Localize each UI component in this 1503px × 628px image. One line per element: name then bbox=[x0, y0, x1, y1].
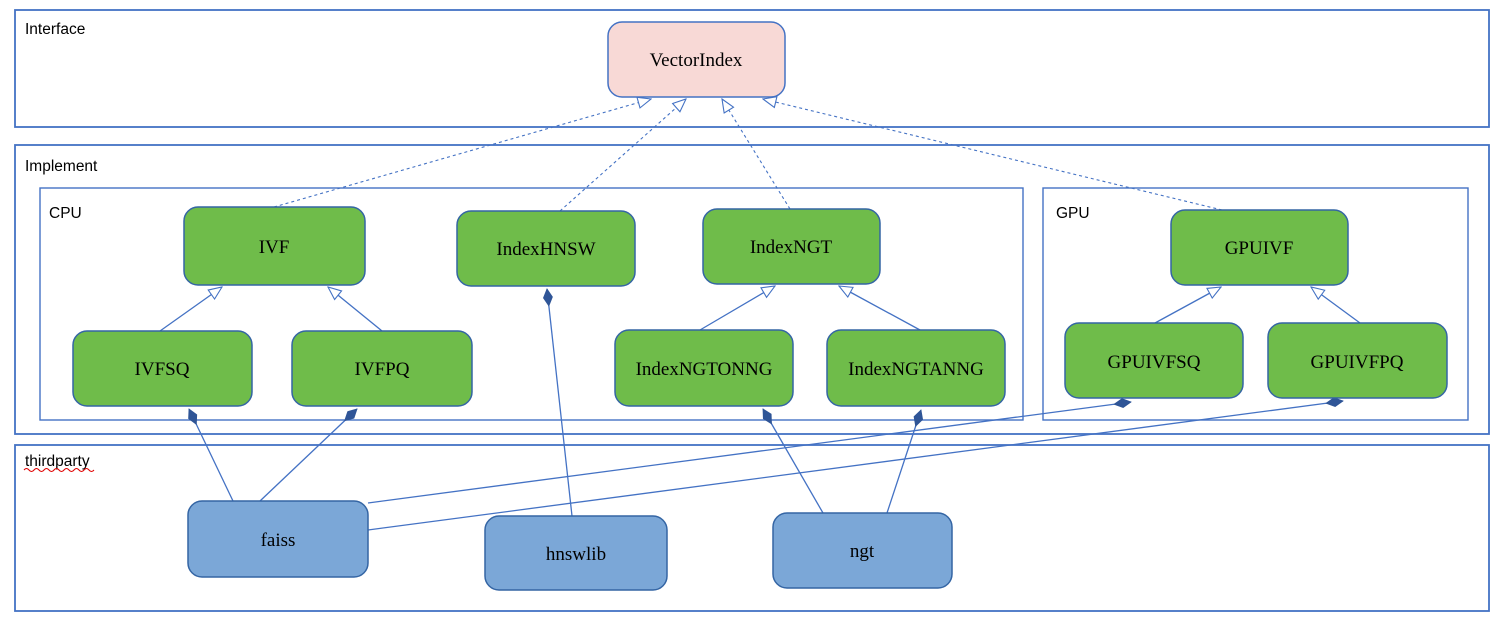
node-gpuivf-shape bbox=[1170, 209, 1349, 286]
edge-ngt-indexngtanng bbox=[886, 409, 924, 514]
node-ivfpq-label: IVFPQ bbox=[355, 359, 410, 380]
edge-ivfpq-ivf bbox=[328, 287, 383, 332]
node-ivf-shape bbox=[183, 206, 366, 286]
node-gpuivfsq-shape bbox=[1064, 322, 1244, 399]
container-interface-label: Interface bbox=[25, 21, 85, 38]
node-gpuivf-label: GPUIVF bbox=[1225, 238, 1294, 259]
node-gpuivfsq[interactable]: GPUIVFSQ bbox=[1064, 322, 1244, 399]
edge-indexngtanng-indexngt bbox=[839, 286, 921, 331]
node-ivf[interactable]: IVF bbox=[183, 206, 366, 286]
node-faiss[interactable]: faiss bbox=[187, 500, 369, 578]
edge-gpuivfpq-gpuivf bbox=[1311, 287, 1361, 324]
edge-faiss-ivfsq bbox=[188, 408, 234, 502]
container-implement-label: Implement bbox=[25, 158, 98, 175]
node-indexhnsw-shape bbox=[456, 210, 636, 287]
node-ngt-shape bbox=[772, 512, 953, 589]
edge-gpuivfsq-gpuivf bbox=[1154, 287, 1221, 324]
node-indexngtanng-shape bbox=[826, 329, 1006, 407]
node-ivfsq[interactable]: IVFSQ bbox=[72, 330, 253, 407]
container-cpu-label: CPU bbox=[49, 205, 82, 222]
edge-faiss-ivfpq bbox=[259, 408, 358, 502]
node-ivf-label: IVF bbox=[259, 237, 290, 258]
node-gpuivfpq[interactable]: GPUIVFPQ bbox=[1267, 322, 1448, 399]
node-gpuivfsq-label: GPUIVFSQ bbox=[1108, 352, 1201, 373]
node-gpuivfpq-shape bbox=[1267, 322, 1448, 399]
node-indexhnsw[interactable]: IndexHNSW bbox=[456, 210, 636, 287]
node-faiss-shape bbox=[187, 500, 369, 578]
node-indexngt-shape bbox=[702, 208, 881, 285]
container-gpu-label: GPU bbox=[1056, 205, 1090, 222]
node-indexhnsw-label: IndexHNSW bbox=[496, 239, 595, 260]
node-gpuivf[interactable]: GPUIVF bbox=[1170, 209, 1349, 286]
node-vectorindex-shape bbox=[607, 21, 786, 98]
node-ngt-label: ngt bbox=[850, 541, 875, 562]
edge-ivfsq-ivf bbox=[159, 287, 222, 332]
node-hnswlib[interactable]: hnswlib bbox=[484, 515, 668, 591]
edge-faiss-gpuivfsq bbox=[367, 398, 1132, 504]
node-indexngt[interactable]: IndexNGT bbox=[702, 208, 881, 285]
node-ngt[interactable]: ngt bbox=[772, 512, 953, 589]
edge-ngt-indexngtonng bbox=[762, 408, 824, 514]
node-ivfpq-shape bbox=[291, 330, 473, 407]
node-indexngt-label: IndexNGT bbox=[750, 237, 833, 258]
edge-faiss-gpuivfpq bbox=[367, 397, 1344, 531]
node-ivfsq-label: IVFSQ bbox=[135, 359, 190, 380]
node-faiss-label: faiss bbox=[261, 530, 296, 551]
edge-hnswlib-indexhnsw bbox=[543, 288, 573, 517]
edge-ivf-vectorindex bbox=[273, 99, 651, 208]
spellcheck-underline bbox=[23, 468, 95, 472]
edge-indexngtonng-indexngt bbox=[699, 286, 775, 331]
container-thirdparty-label: thirdparty bbox=[25, 453, 90, 470]
node-indexngtonng-label: IndexNGTONNG bbox=[636, 359, 773, 380]
node-indexngtonng-shape bbox=[614, 329, 794, 407]
node-ivfsq-shape bbox=[72, 330, 253, 407]
node-vectorindex[interactable]: VectorIndex bbox=[607, 21, 786, 98]
edge-gpuivf-vectorindex bbox=[763, 99, 1223, 211]
node-hnswlib-label: hnswlib bbox=[546, 544, 606, 565]
node-indexngtonng[interactable]: IndexNGTONNG bbox=[614, 329, 794, 407]
node-hnswlib-shape bbox=[484, 515, 668, 591]
node-indexngtanng-label: IndexNGTANNG bbox=[848, 359, 984, 380]
node-vectorindex-label: VectorIndex bbox=[650, 50, 743, 71]
edge-indexhnsw-vectorindex bbox=[559, 99, 686, 212]
node-ivfpq[interactable]: IVFPQ bbox=[291, 330, 473, 407]
node-indexngtanng[interactable]: IndexNGTANNG bbox=[826, 329, 1006, 407]
node-gpuivfpq-label: GPUIVFPQ bbox=[1311, 352, 1404, 373]
